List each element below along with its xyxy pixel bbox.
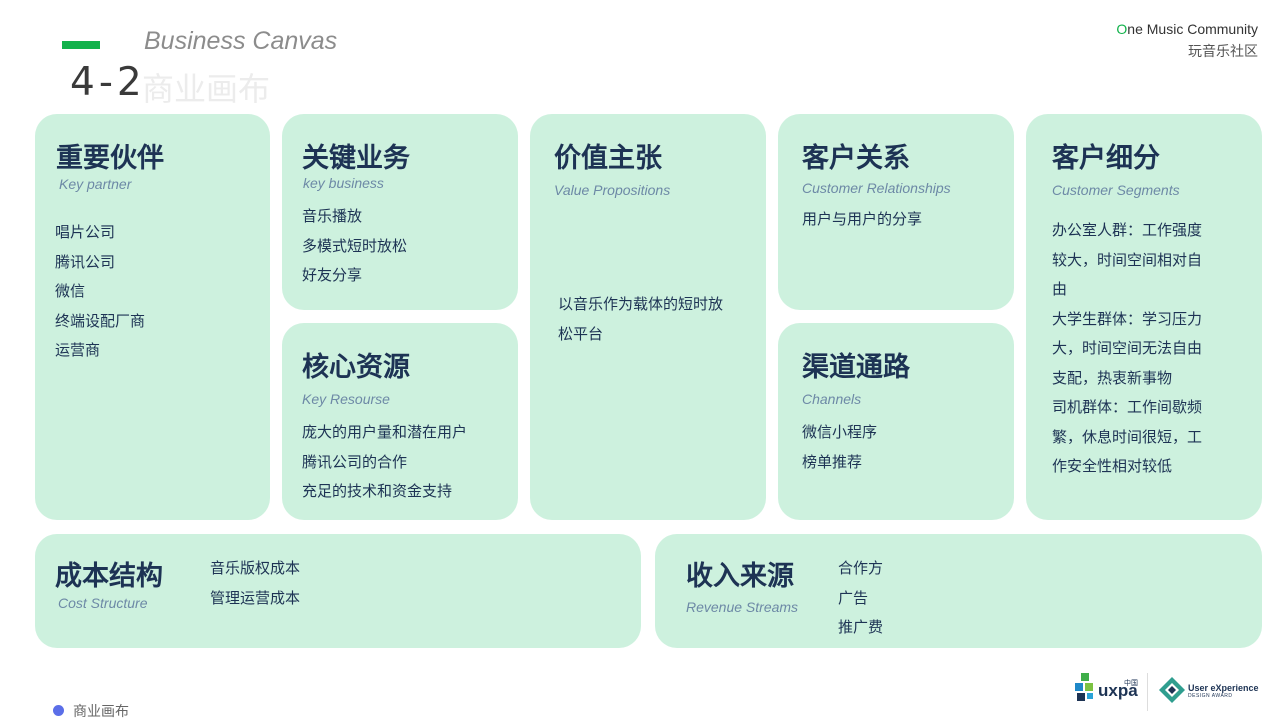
list-item: 繁，休息时间很短，工 bbox=[1052, 427, 1203, 446]
list-item: 大学生群体：学习压力 bbox=[1052, 309, 1203, 328]
page-title-en: Business Canvas bbox=[144, 27, 338, 55]
list-item: 大，时间空间无法自由 bbox=[1052, 339, 1203, 357]
logo-divider bbox=[1147, 673, 1148, 711]
brand-name: One Music Community bbox=[1116, 21, 1258, 37]
list-item: 微信 bbox=[55, 282, 86, 300]
footer-label: 商业画布 bbox=[73, 704, 129, 720]
card-key-resource: 核心资源 Key Resourse 庞大的用户量和潜在用户 腾讯公司的合作 充足… bbox=[282, 323, 518, 520]
card-value-propositions: 价值主张 Value Propositions 以音乐作为载体的短时放 松平台 bbox=[530, 114, 766, 520]
card-customer-segments: 客户细分 Customer Segments 办公室人群：工作强度 较大，时间空… bbox=[1026, 114, 1262, 520]
card-items: 音乐播放 多模式短时放松 好友分享 bbox=[302, 202, 407, 291]
card-subtitle: Channels bbox=[802, 391, 862, 407]
card-customer-relationships: 客户关系 Customer Relationships 用户与用户的分享 bbox=[778, 114, 1014, 310]
brand-name-rest: ne Music Community bbox=[1127, 21, 1258, 37]
uxpa-logo-text: uxpa bbox=[1098, 681, 1138, 700]
card-title: 客户细分 bbox=[1052, 143, 1160, 174]
card-title: 收入来源 bbox=[686, 561, 794, 592]
list-item: 微信小程序 bbox=[802, 423, 878, 441]
list-item: 合作方 bbox=[838, 559, 884, 577]
accent-bar bbox=[62, 41, 100, 49]
list-item: 推广费 bbox=[838, 618, 884, 636]
footer-bullet-icon bbox=[53, 705, 64, 716]
list-item: 庞大的用户量和潜在用户 bbox=[302, 423, 468, 441]
list-item: 腾讯公司的合作 bbox=[302, 452, 408, 471]
card-items: 办公室人群：工作强度 较大，时间空间相对自 由 大学生群体：学习压力 大，时间空… bbox=[1052, 216, 1202, 482]
list-item: 司机群体：工作间歇频 bbox=[1052, 398, 1203, 416]
section-number: 4-2 bbox=[70, 60, 146, 105]
ue-award-subtext: DESIGN AWARD bbox=[1188, 693, 1233, 699]
card-items: 庞大的用户量和潜在用户 腾讯公司的合作 充足的技术和资金支持 bbox=[302, 418, 467, 507]
list-item: 作安全性相对较低 bbox=[1052, 457, 1173, 475]
card-title: 关键业务 bbox=[302, 143, 410, 174]
page-title-cn: 商业画布 bbox=[142, 70, 271, 108]
brand-first-letter: O bbox=[1116, 21, 1128, 37]
ue-award-logo-icon bbox=[1159, 677, 1185, 703]
card-revenue-streams: 收入来源 Revenue Streams 合作方 广告 推广费 bbox=[655, 534, 1262, 648]
uxpa-logo-icon bbox=[1075, 673, 1093, 701]
list-item: 多模式短时放松 bbox=[302, 236, 408, 255]
card-channels: 渠道通路 Channels 微信小程序 榜单推荐 bbox=[778, 323, 1014, 520]
uxpa-logo-cn: 中国 bbox=[1124, 679, 1138, 687]
card-title: 核心资源 bbox=[302, 352, 410, 383]
card-items: 唱片公司 腾讯公司 微信 终端设配厂商 运营商 bbox=[55, 218, 145, 366]
brand-name-cn: 玩音乐社区 bbox=[1188, 44, 1258, 60]
card-key-partner: 重要伙伴 Key partner 唱片公司 腾讯公司 微信 终端设配厂商 运营商 bbox=[35, 114, 270, 520]
card-subtitle: Value Propositions bbox=[554, 182, 671, 198]
list-item: 榜单推荐 bbox=[802, 452, 863, 471]
list-item: 音乐版权成本 bbox=[210, 559, 301, 577]
card-subtitle: Key Resourse bbox=[302, 391, 390, 407]
card-subtitle: key business bbox=[303, 175, 384, 191]
list-item: 终端设配厂商 bbox=[55, 311, 146, 330]
card-subtitle: Cost Structure bbox=[58, 595, 148, 611]
card-subtitle: Revenue Streams bbox=[686, 599, 799, 615]
card-title: 价值主张 bbox=[554, 143, 662, 174]
card-key-business: 关键业务 key business 音乐播放 多模式短时放松 好友分享 bbox=[282, 114, 518, 310]
card-subtitle: Customer Segments bbox=[1052, 182, 1180, 198]
list-item: 由 bbox=[1052, 280, 1068, 298]
card-title: 成本结构 bbox=[55, 561, 163, 592]
list-item: 腾讯公司 bbox=[55, 252, 116, 271]
list-item: 运营商 bbox=[55, 341, 101, 359]
list-item: 音乐播放 bbox=[302, 207, 363, 225]
ue-award-text: User eXperience bbox=[1188, 683, 1259, 693]
card-title: 渠道通路 bbox=[802, 352, 910, 383]
list-item: 充足的技术和资金支持 bbox=[302, 482, 453, 500]
card-subtitle: Key partner bbox=[59, 176, 132, 192]
list-item: 以音乐作为载体的短时放 bbox=[558, 295, 724, 313]
list-item: 支配，热衷新事物 bbox=[1052, 368, 1173, 387]
card-items: 微信小程序 榜单推荐 bbox=[802, 418, 877, 477]
list-item: 唱片公司 bbox=[55, 223, 116, 241]
card-items: 合作方 广告 推广费 bbox=[838, 554, 883, 643]
card-title: 客户关系 bbox=[802, 143, 910, 174]
list-item: 办公室人群：工作强度 bbox=[1052, 221, 1203, 239]
list-item: 好友分享 bbox=[302, 266, 363, 284]
list-item: 松平台 bbox=[558, 324, 604, 343]
card-subtitle: Customer Relationships bbox=[802, 180, 951, 196]
card-items: 音乐版权成本 管理运营成本 bbox=[210, 554, 300, 613]
card-items: 用户与用户的分享 bbox=[802, 205, 922, 235]
card-items: 以音乐作为载体的短时放 松平台 bbox=[558, 290, 723, 349]
card-cost-structure: 成本结构 Cost Structure 音乐版权成本 管理运营成本 bbox=[35, 534, 641, 648]
list-item: 用户与用户的分享 bbox=[802, 210, 923, 228]
card-title: 重要伙伴 bbox=[56, 143, 164, 174]
list-item: 较大，时间空间相对自 bbox=[1052, 250, 1203, 269]
list-item: 广告 bbox=[838, 588, 869, 607]
list-item: 管理运营成本 bbox=[210, 588, 301, 607]
